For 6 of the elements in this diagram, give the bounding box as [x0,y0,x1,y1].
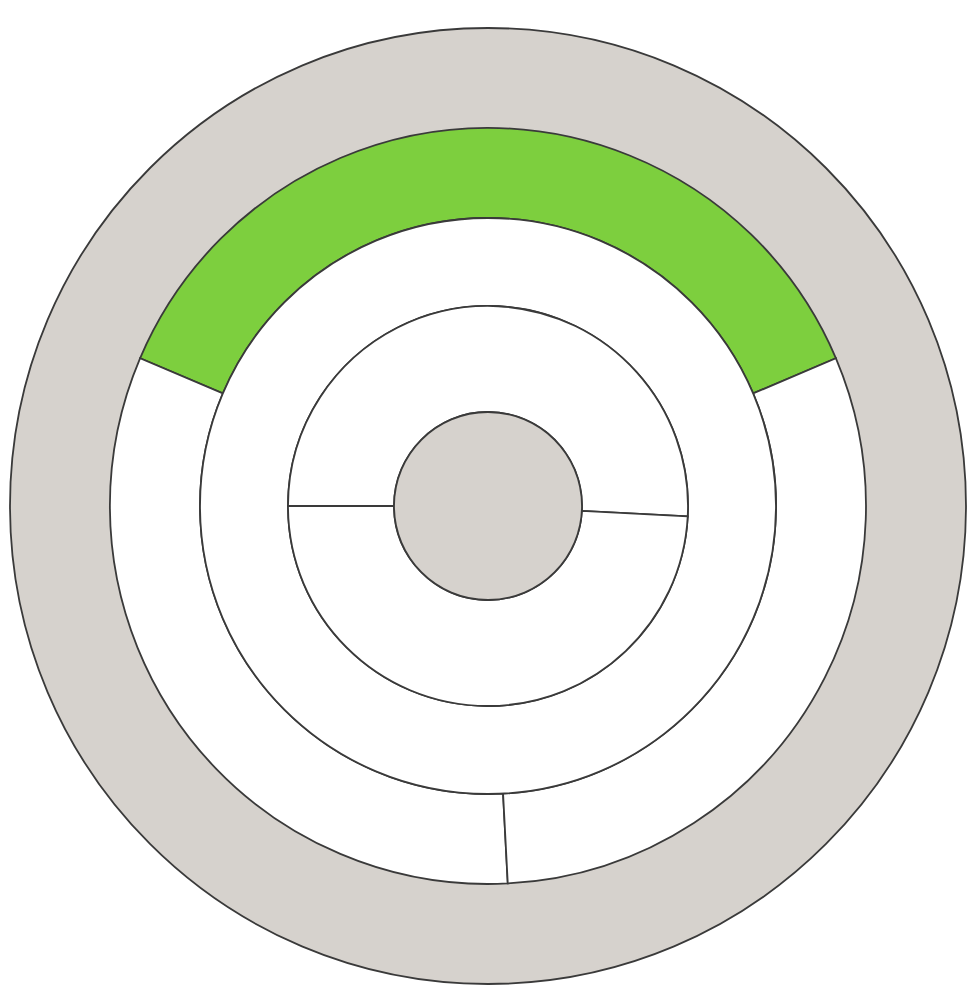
ring-segment [287,305,689,518]
ring-segment [502,357,867,885]
ring-segment [109,357,509,885]
ring-segment [139,127,837,395]
ring-segment [287,505,689,707]
center-circle [393,411,583,601]
